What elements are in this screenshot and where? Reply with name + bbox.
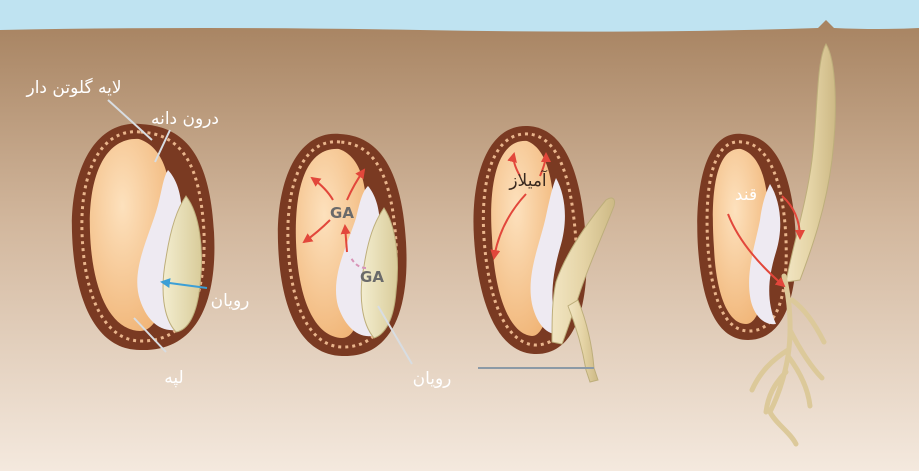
label-embryo-2: رویان xyxy=(413,369,452,389)
label-aleurone-layer: لایه گلوتن دار xyxy=(25,77,121,98)
label-embryo-1: رویان xyxy=(211,291,250,311)
label-ga-2: GA xyxy=(360,268,384,286)
label-endosperm: درون دانه xyxy=(151,109,219,129)
label-sugar: قند xyxy=(735,185,757,205)
label-ga-1: GA xyxy=(330,204,354,222)
label-amylase: آمیلاز xyxy=(508,169,548,191)
label-cotyledon: لپه xyxy=(164,368,183,388)
